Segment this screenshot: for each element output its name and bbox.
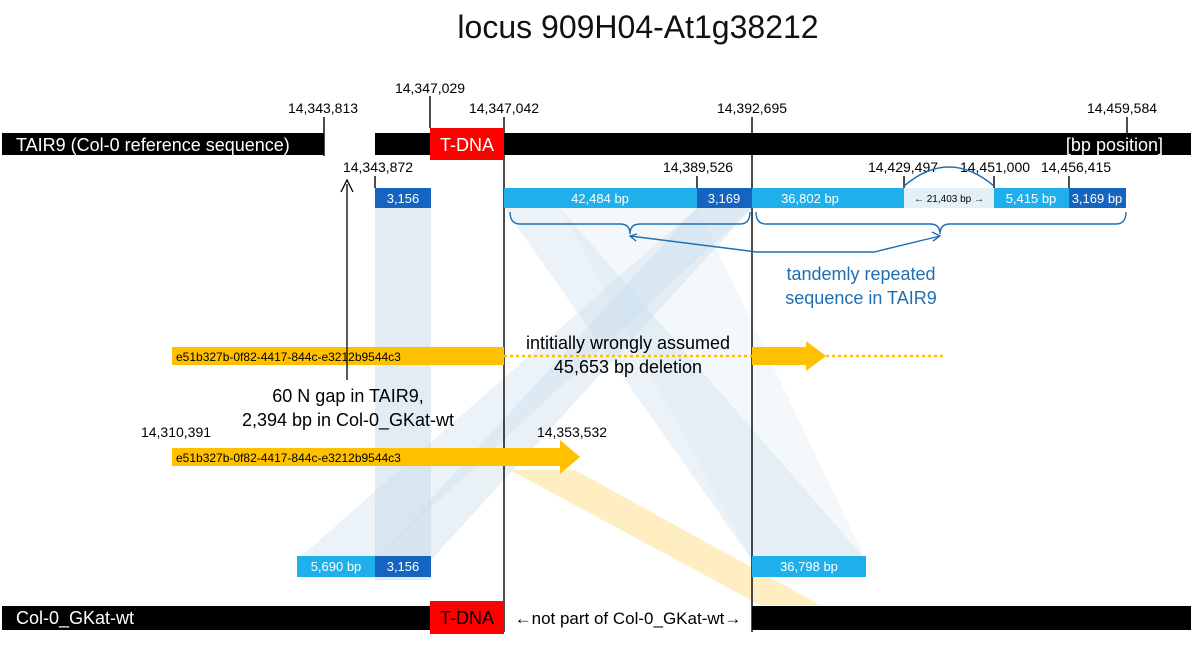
gap-arc [903,166,995,187]
pos-label: 14,347,029 [395,80,465,96]
segment-label: 36,802 bp [781,191,839,206]
pos-label: 14,343,813 [288,100,358,116]
gap-note-line1: 60 N gap in TAIR9, [272,386,423,406]
segment-label: 3,169 [708,191,741,206]
lower-contig-left-pos: 14,310,391 [141,424,211,440]
synteny-bands [297,208,866,605]
gkat-label: Col-0_GKat-wt [16,608,134,629]
pos-label: 14,347,042 [469,100,539,116]
segment-gap-label: ← 21,403 bp → [914,194,984,205]
tair9-positions: 14,343,813 14,347,029 14,347,042 14,392,… [288,80,1157,175]
bp-position-label: [bp position] [1066,135,1163,155]
segment-box [375,556,431,577]
lower-contig-arrow [172,440,580,474]
repeat-braces [509,211,1127,253]
upper-contig-id: e51b327b-0f82-4417-844c-e3212b9544c3 [176,350,401,364]
segment-label: 3,156 [387,559,420,574]
tair9-label: TAIR9 (Col-0 reference sequence) [16,135,290,155]
upper-contig: e51b327b-0f82-4417-844c-e3212b9544c3 [172,341,944,371]
gkat-bar-right [752,606,1191,630]
brace-connector [629,235,941,253]
gap-pointer-head [340,178,354,193]
pos-label: 14,429,497 [868,159,938,175]
pos-label: 14,343,872 [343,159,413,175]
arrowhead-right [931,231,942,242]
gkat-tdna-label: T-DNA [440,608,494,628]
pos-label: 14,451,000 [960,159,1030,175]
segment-label: 42,484 bp [571,191,629,206]
deletion-note-line1: intitially wrongly assumed [526,333,730,353]
band-36798 [504,208,866,560]
repeat-note-line2: sequence in TAIR9 [785,288,936,308]
tair9-bar-left [2,133,324,155]
upper-contig-bar [172,347,504,365]
segment-box [1069,188,1126,208]
pos-label: 14,459,584 [1087,100,1157,116]
segment-box [994,188,1069,208]
upper-contig-arrow [752,341,826,371]
segment-box [752,556,866,577]
segment-label: 3,169 bp [1072,191,1123,206]
brace-right [755,211,1127,235]
band-5690 [297,208,752,560]
lower-contig-id: e51b327b-0f82-4417-844c-e3212b9544c3 [176,451,401,465]
pos-label: 14,389,526 [663,159,733,175]
band-42484 [560,208,866,560]
segment-box [504,188,697,208]
gap-pointer [340,178,354,380]
segment-label: 5,690 bp [311,559,362,574]
pos-label: 14,456,415 [1041,159,1111,175]
tair9-bar-right [375,133,1191,155]
deletion-note-line2: 45,653 bp deletion [554,357,702,377]
lower-contig: e51b327b-0f82-4417-844c-e3212b9544c3 [172,440,580,474]
band-3169-cross [375,208,752,560]
lower-contig-right-pos: 14,353,532 [537,424,607,440]
segment-box [297,556,375,577]
tair9-segments: 3,156 42,484 bp 3,169 36,802 bp ← 21,403… [375,188,1126,208]
band-3156 [375,208,431,580]
tair9-tdna-label: T-DNA [440,135,494,155]
segment-label: 36,798 bp [780,559,838,574]
diagram-title: locus 909H04-At1g38212 [457,9,818,45]
tair9-track: TAIR9 (Col-0 reference sequence) T-DNA [… [2,128,1191,160]
pos-label: 14,392,695 [717,100,787,116]
tair9-tdna-box [430,128,504,160]
gkat-segments: 5,690 bp 3,156 36,798 bp [297,556,866,577]
arrowhead-left [628,233,638,242]
gap-note-line2: 2,394 bp in Col-0_GKat-wt [242,410,454,431]
band-orange [510,470,820,605]
brace-left [509,211,751,235]
segment-box [375,188,431,208]
segment-box [697,188,752,208]
segment-box [752,188,904,208]
gkat-track: Col-0_GKat-wt T-DNA ←not part of Col-0_G… [2,601,1191,634]
segment-box-gap [904,188,994,208]
segment-label: 5,415 bp [1006,191,1057,206]
not-part-note: ←not part of Col-0_GKat-wt→ [515,609,742,628]
gkat-bar-left [2,606,430,630]
repeat-note-line1: tandemly repeated [786,264,935,284]
segment-label: 3,156 [387,191,420,206]
gkat-tdna-box [430,601,504,634]
